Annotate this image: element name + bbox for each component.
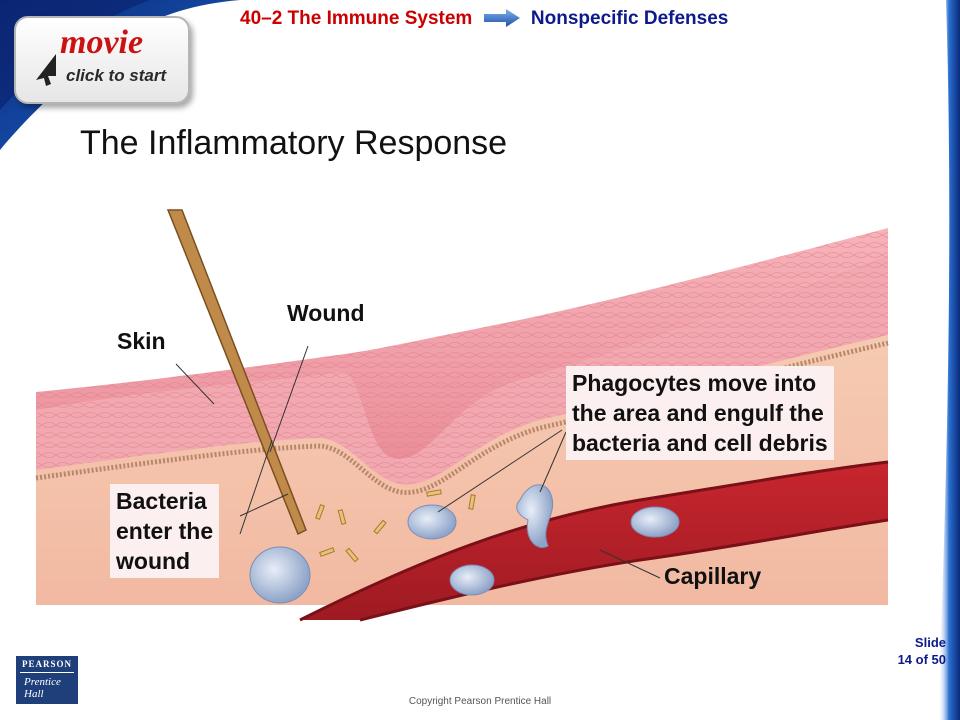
slide-header: 40–2 The Immune System Nonspecific Defen… <box>240 8 728 30</box>
pearson-logo-divider <box>20 672 74 673</box>
label-bacteria-line-3: wound <box>116 548 191 574</box>
header-topic: Nonspecific Defenses <box>530 8 729 29</box>
label-wound: Wound <box>287 300 365 326</box>
slide-count: 14 of 50 <box>897 652 946 667</box>
movie-play-button[interactable]: movie click to start <box>14 16 190 104</box>
arrow-right-icon <box>483 9 520 27</box>
pearson-logo-top: PEARSON <box>21 659 72 669</box>
pearson-logo: PEARSON Prentice Hall <box>16 656 78 704</box>
cursor-icon <box>36 54 56 86</box>
pearson-logo-bottom: Prentice Hall <box>24 676 61 700</box>
capillary-vessel <box>300 462 888 620</box>
right-edge-bar <box>938 0 960 720</box>
label-bacteria: Bacteria enter the wound <box>110 484 220 578</box>
label-phagocytes: Phagocytes move into the area and engulf… <box>566 366 834 460</box>
leader-lines <box>175 345 661 579</box>
movie-button-subtitle: click to start <box>66 66 167 85</box>
label-skin: Skin <box>117 328 166 354</box>
movie-button-label: movie <box>60 24 144 61</box>
slide-label: Slide <box>914 635 946 650</box>
label-capillary: Capillary <box>664 563 762 589</box>
phagocytes <box>249 484 680 604</box>
label-phagocytes-line-1: Phagocytes move into <box>572 370 817 396</box>
label-phagocytes-line-3: bacteria and cell debris <box>572 430 828 456</box>
slide-counter: Slide 14 of 50 <box>898 634 946 668</box>
pin <box>166 209 307 536</box>
label-phagocytes-line-2: the area and engulf the <box>572 400 824 426</box>
copyright-text: Copyright Pearson Prentice Hall <box>408 696 552 707</box>
label-bacteria-line-2: enter the <box>116 518 214 544</box>
slide-title: The Inflammatory Response <box>80 124 508 162</box>
header-section: 40–2 The Immune System <box>240 8 473 29</box>
label-bacteria-line-1: Bacteria <box>116 488 207 514</box>
